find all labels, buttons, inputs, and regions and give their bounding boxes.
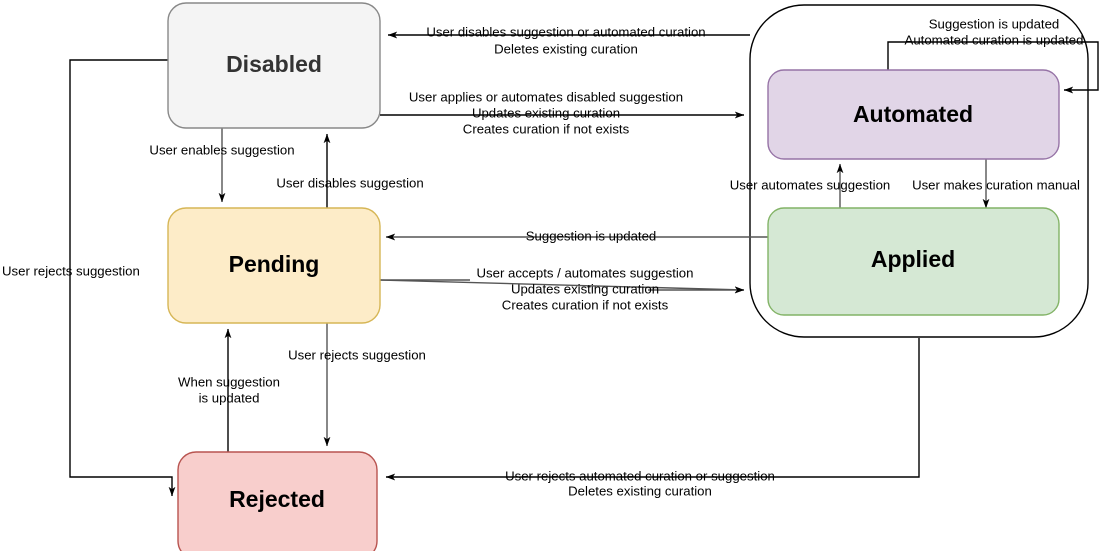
state-node-applied[interactable]: Applied [767, 207, 1060, 316]
edge-rejected-to-pending: When suggestion is updated [178, 328, 280, 452]
edge-applied-to-pending: Suggestion is updated [385, 228, 768, 243]
state-label-disabled: Disabled [226, 51, 322, 77]
state-label-automated: Automated [853, 101, 973, 127]
edge-label-rejected-to-pending-1: When suggestion [178, 374, 280, 389]
edge-label-rejected-to-pending-2: is updated [199, 390, 260, 405]
edge-label-applied-to-automated-1: User automates suggestion [730, 177, 891, 192]
edge-applied-to-automated: User automates suggestion [730, 163, 891, 208]
edge-label-applied-to-pending-1: Suggestion is updated [526, 228, 657, 243]
edge-pending-to-rejected: User rejects suggestion [288, 323, 426, 447]
edge-label-automated-self-loop-1: Suggestion is updated [929, 16, 1060, 31]
edge-group-to-rejected: User rejects automated curation or sugge… [385, 338, 920, 498]
state-label-applied: Applied [871, 246, 955, 272]
edge-label-pending-to-rejected-1: User rejects suggestion [288, 347, 426, 362]
edge-pending-to-disabled: User disables suggestion [276, 133, 424, 208]
edge-pending-to-applied: User accepts / automates suggestion Upda… [379, 265, 744, 312]
edge-label-group-to-rejected-1: User rejects automated curation or sugge… [505, 468, 775, 483]
edge-label-disabled-to-automated-3: Creates curation if not exists [463, 121, 630, 136]
curation-group-container [749, 4, 1089, 338]
edge-label-disabled-to-automated-1: User applies or automates disabled sugge… [409, 89, 683, 104]
edge-label-group-to-disabled-2: Deletes existing curation [494, 41, 638, 56]
edge-label-automated-self-loop-2: Automated curation is updated [905, 32, 1084, 47]
edge-disabled-to-pending: User enables suggestion [149, 128, 295, 203]
edge-label-automated-to-applied-1: User makes curation manual [912, 177, 1080, 192]
state-label-rejected: Rejected [229, 486, 325, 512]
edge-label-pending-to-applied-1: User accepts / automates suggestion [477, 265, 694, 280]
edge-label-group-to-rejected-2: Deletes existing curation [568, 483, 712, 498]
edge-label-group-to-disabled-1: User disables suggestion or automated cu… [426, 24, 705, 39]
edge-label-pending-to-applied-3: Creates curation if not exists [502, 297, 669, 312]
edge-group-to-disabled: User disables suggestion or automated cu… [387, 24, 750, 56]
state-node-disabled[interactable]: Disabled [167, 2, 381, 129]
state-label-pending: Pending [229, 251, 320, 277]
state-node-automated[interactable]: Automated [767, 69, 1060, 160]
edge-label-pending-to-disabled-1: User disables suggestion [276, 175, 423, 190]
state-node-rejected[interactable]: Rejected [177, 451, 378, 551]
edge-disabled-to-automated: User applies or automates disabled sugge… [380, 89, 745, 136]
edge-label-disabled-to-automated-2: Updates existing curation [472, 105, 620, 120]
edge-automated-self-loop: Suggestion is updated Automated curation… [887, 16, 1099, 94]
edge-label-disabled-to-pending-1: User enables suggestion [149, 142, 294, 157]
state-node-pending[interactable]: Pending [167, 207, 381, 324]
edge-label-pending-to-applied-2: Updates existing curation [511, 281, 659, 296]
edge-automated-to-applied: User makes curation manual [912, 158, 1080, 209]
edge-label-disabled-to-rejected-1: User rejects suggestion [2, 263, 140, 278]
edge-disabled-to-rejected: User rejects suggestion [2, 59, 176, 497]
